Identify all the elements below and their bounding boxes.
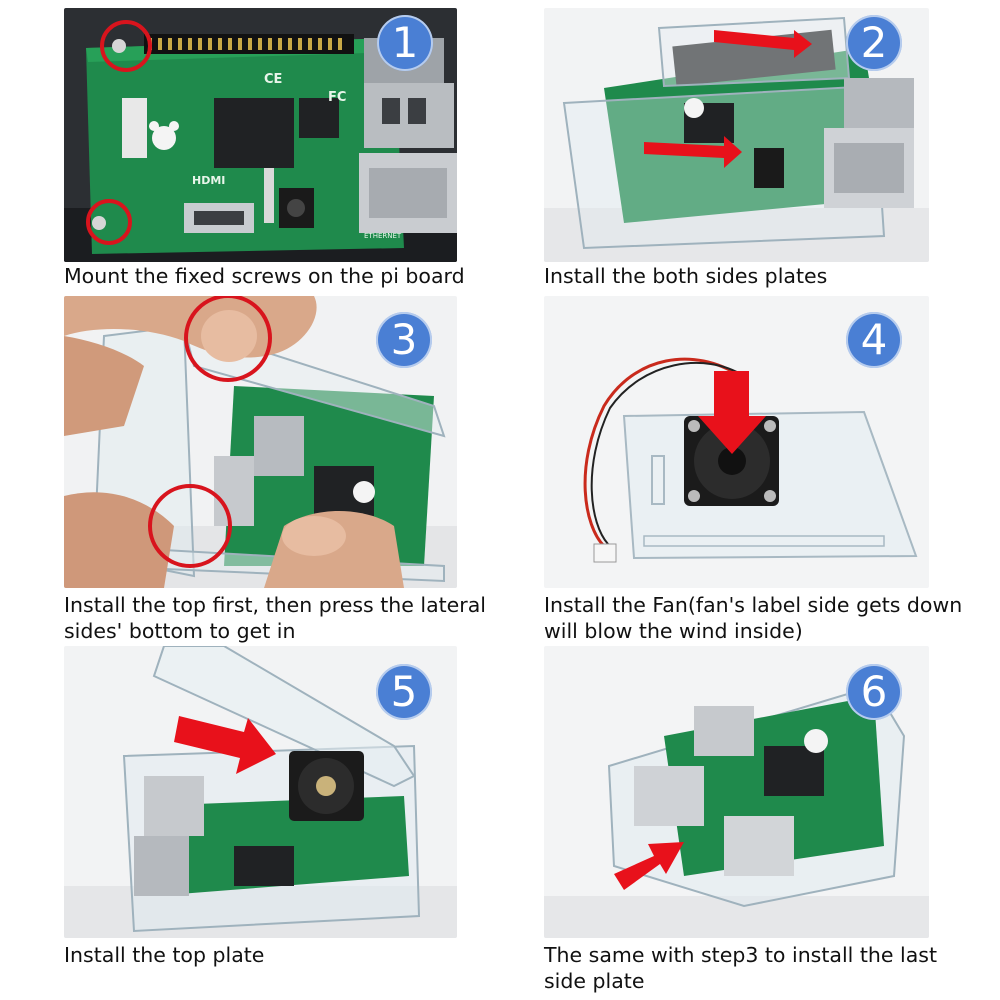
step-number-badge-3: 3: [376, 312, 432, 368]
step-3-photo: [64, 296, 457, 588]
ethernet-print: ETHERNET: [364, 232, 402, 240]
step-6-caption-line1: The same with step3 to install the last: [544, 943, 938, 967]
step-1-caption: Mount the fixed screws on the pi board: [64, 264, 465, 288]
step-2-photo: [544, 8, 929, 262]
step-3-caption-line1: Install the top first, then press the la…: [64, 593, 486, 617]
fc-print: FC: [328, 90, 347, 105]
step-number-badge-5: 5: [376, 664, 432, 720]
hdmi-print: HDMI: [192, 174, 226, 187]
step-number-badge-6: 6: [846, 664, 902, 720]
step-5-caption: Install the top plate: [64, 943, 265, 967]
step-6-photo: [544, 646, 929, 938]
step-number-badge-4: 4: [846, 312, 902, 368]
step-3-caption-line2: sides' bottom to get in: [64, 619, 296, 643]
step-6-caption-line2: side plate: [544, 969, 645, 993]
step-number-badge-2: 2: [846, 15, 902, 71]
ce-print: CE: [264, 72, 283, 87]
step-2-caption: Install the both sides plates: [544, 264, 828, 288]
step-4-caption-line1: Install the Fan(fan's label side gets do…: [544, 593, 963, 617]
step-4-caption-line2: will blow the wind inside): [544, 619, 803, 643]
step-number-badge-1: 1: [377, 15, 433, 71]
